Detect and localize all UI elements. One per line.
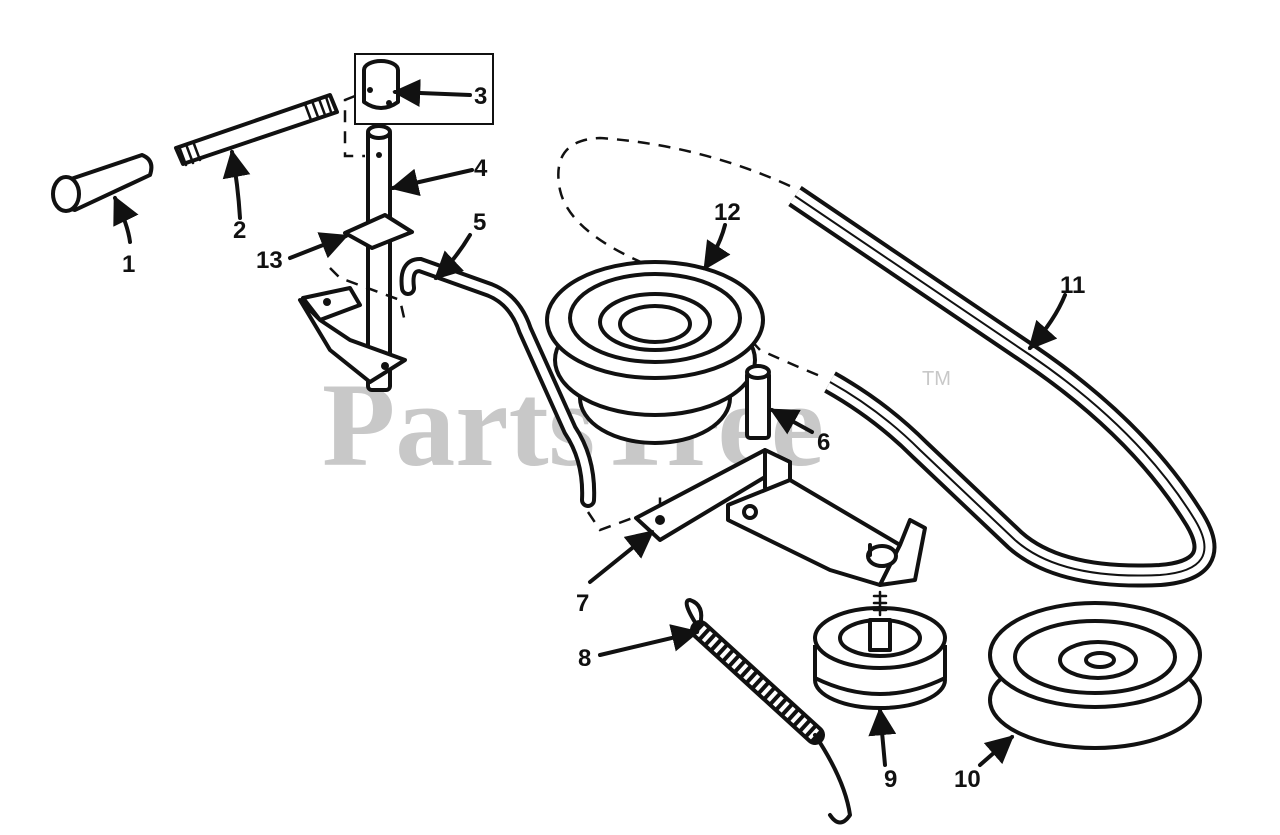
part-2-threaded-rod[interactable]: [174, 93, 339, 167]
callout-11: 11: [1060, 272, 1085, 299]
callout-2: 2: [233, 217, 246, 244]
callout-8: 8: [578, 645, 591, 672]
part-13-plate[interactable]: [343, 213, 414, 250]
trademark-text: TM: [922, 368, 951, 390]
dash-guide-3: [343, 94, 365, 158]
shaft-bracket[interactable]: [298, 286, 407, 384]
callout-labels: 1 2 3 4 5 6 7 8 9 10 11 12 13: [122, 83, 1085, 793]
part-10-pulley[interactable]: [988, 601, 1202, 750]
callout-leaders: [113, 79, 1067, 767]
callout-12: 12: [714, 199, 741, 226]
part-4-shaft[interactable]: [366, 124, 392, 392]
belt-dashed-path: [557, 136, 826, 380]
dash-guide-rod: [586, 490, 662, 532]
part-9-idler-pulley[interactable]: [813, 590, 947, 710]
part-12-large-pulley[interactable]: [545, 260, 765, 445]
callout-9: 9: [884, 766, 897, 793]
part-7-idler-bracket[interactable]: [634, 448, 927, 587]
callout-7: 7: [576, 590, 589, 617]
part-5-bent-rod[interactable]: [399, 256, 597, 508]
callout-6: 6: [817, 429, 830, 456]
part-11-belt[interactable]: [788, 186, 1217, 588]
part-3-collar[interactable]: [354, 53, 494, 125]
callout-5: 5: [473, 209, 486, 236]
callout-4: 4: [474, 155, 488, 182]
callout-10: 10: [954, 766, 981, 793]
callout-1: 1: [122, 251, 135, 278]
part-1-knob[interactable]: [51, 153, 154, 213]
part-6-pin[interactable]: [745, 364, 771, 440]
callout-3: 3: [474, 83, 487, 110]
dash-guide-bracket: [329, 267, 407, 323]
callout-13: 13: [256, 247, 283, 274]
part-8-spring[interactable]: [684, 598, 852, 825]
